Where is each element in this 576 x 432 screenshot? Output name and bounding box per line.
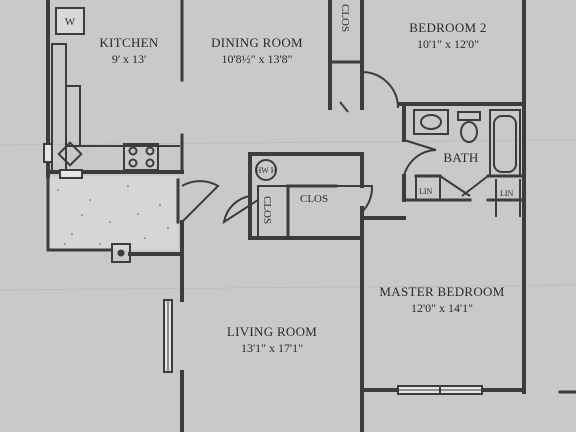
kitchen-name: KITCHEN [99, 35, 158, 50]
bath-name: BATH [443, 150, 478, 165]
linen-closet-2-label: LIN [500, 189, 514, 198]
patio [48, 176, 178, 250]
bathtub-icon [489, 109, 521, 177]
dining-room-dims: 10'8½" x 13'8" [221, 52, 292, 66]
living-room-dims: 13'1" x 17'1" [241, 341, 303, 355]
linen-closet-1-label: LIN [419, 187, 433, 196]
paper-crease [0, 139, 576, 146]
kitchen-fixtures [51, 7, 180, 263]
master-bedroom-name: MASTER BEDROOM [379, 284, 504, 299]
master-bedroom-dims: 12'0" x 14'1" [411, 301, 473, 315]
toilet-icon [460, 121, 478, 143]
utility-box-icon [111, 243, 131, 263]
bath-fixtures [413, 109, 521, 177]
hall-closet-label: CLOS [300, 193, 328, 205]
dining-room-name: DINING ROOM [211, 35, 303, 50]
bedroom-2-name: BEDROOM 2 [409, 20, 486, 35]
vanity-icon [413, 109, 449, 135]
water-heater-icon [255, 159, 277, 181]
water-heater-label: HW H [256, 166, 277, 175]
kitchen-dims: 9' x 13' [112, 52, 146, 66]
bedroom-2-dims: 10'1" x 12'0" [417, 37, 479, 51]
living-room-name: LIVING ROOM [227, 324, 317, 339]
windows [43, 143, 483, 395]
sink-icon [57, 141, 83, 167]
doors [181, 70, 489, 225]
water-heater [255, 159, 277, 181]
washer-icon [55, 7, 85, 35]
top-closet-label: CLOS [339, 4, 351, 32]
toilet-tank-icon [457, 111, 481, 121]
small-closet-label: CLOS [261, 196, 273, 224]
lavatory-icon [420, 114, 442, 130]
range-icon [123, 143, 159, 171]
washer-label: W [65, 16, 76, 28]
paper-crease [0, 284, 576, 291]
